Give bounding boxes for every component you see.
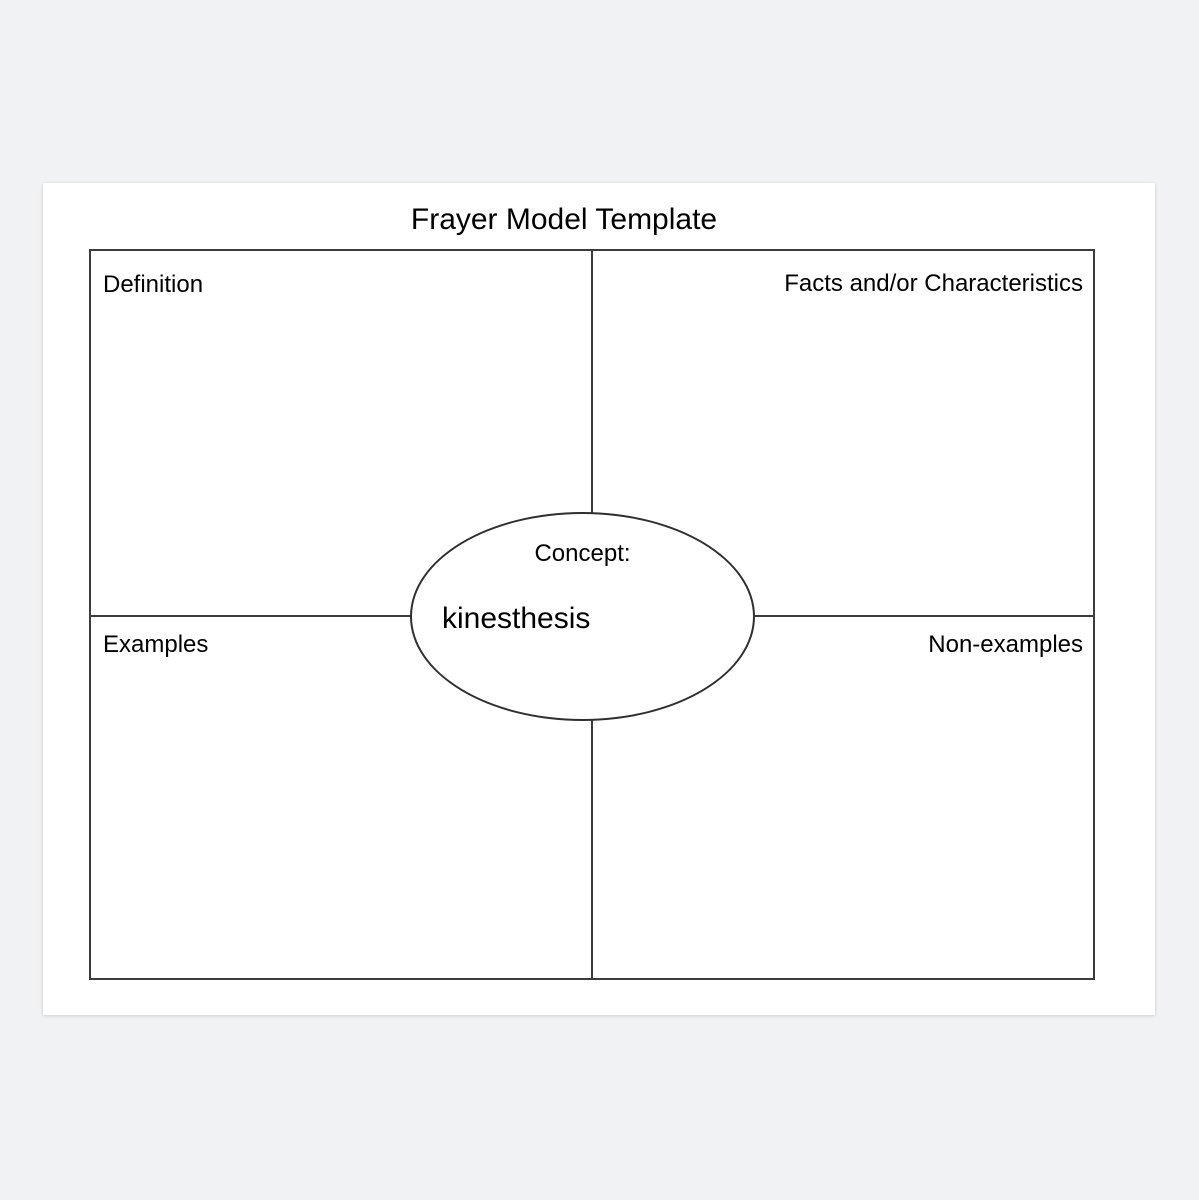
concept-term: kinesthesis <box>442 602 591 635</box>
concept-ellipse[interactable]: Concept: kinesthesis <box>410 512 755 721</box>
quadrant-nonexamples[interactable]: Non-examples <box>592 616 1093 978</box>
document-page: Frayer Model Template Definition Facts a… <box>43 183 1155 1015</box>
page-title: Frayer Model Template <box>410 203 718 236</box>
frayer-grid: Definition Facts and/or Characteristics … <box>89 249 1095 980</box>
concept-heading: Concept: <box>534 540 631 567</box>
quadrant-label-examples: Examples <box>103 630 209 658</box>
quadrant-examples[interactable]: Examples <box>91 616 592 978</box>
quadrant-facts[interactable]: Facts and/or Characteristics <box>592 251 1093 616</box>
quadrant-label-facts: Facts and/or Characteristics <box>784 270 1083 297</box>
quadrant-label-nonexamples: Non-examples <box>928 630 1083 658</box>
quadrant-definition[interactable]: Definition <box>91 251 592 616</box>
quadrant-label-definition: Definition <box>103 271 204 298</box>
